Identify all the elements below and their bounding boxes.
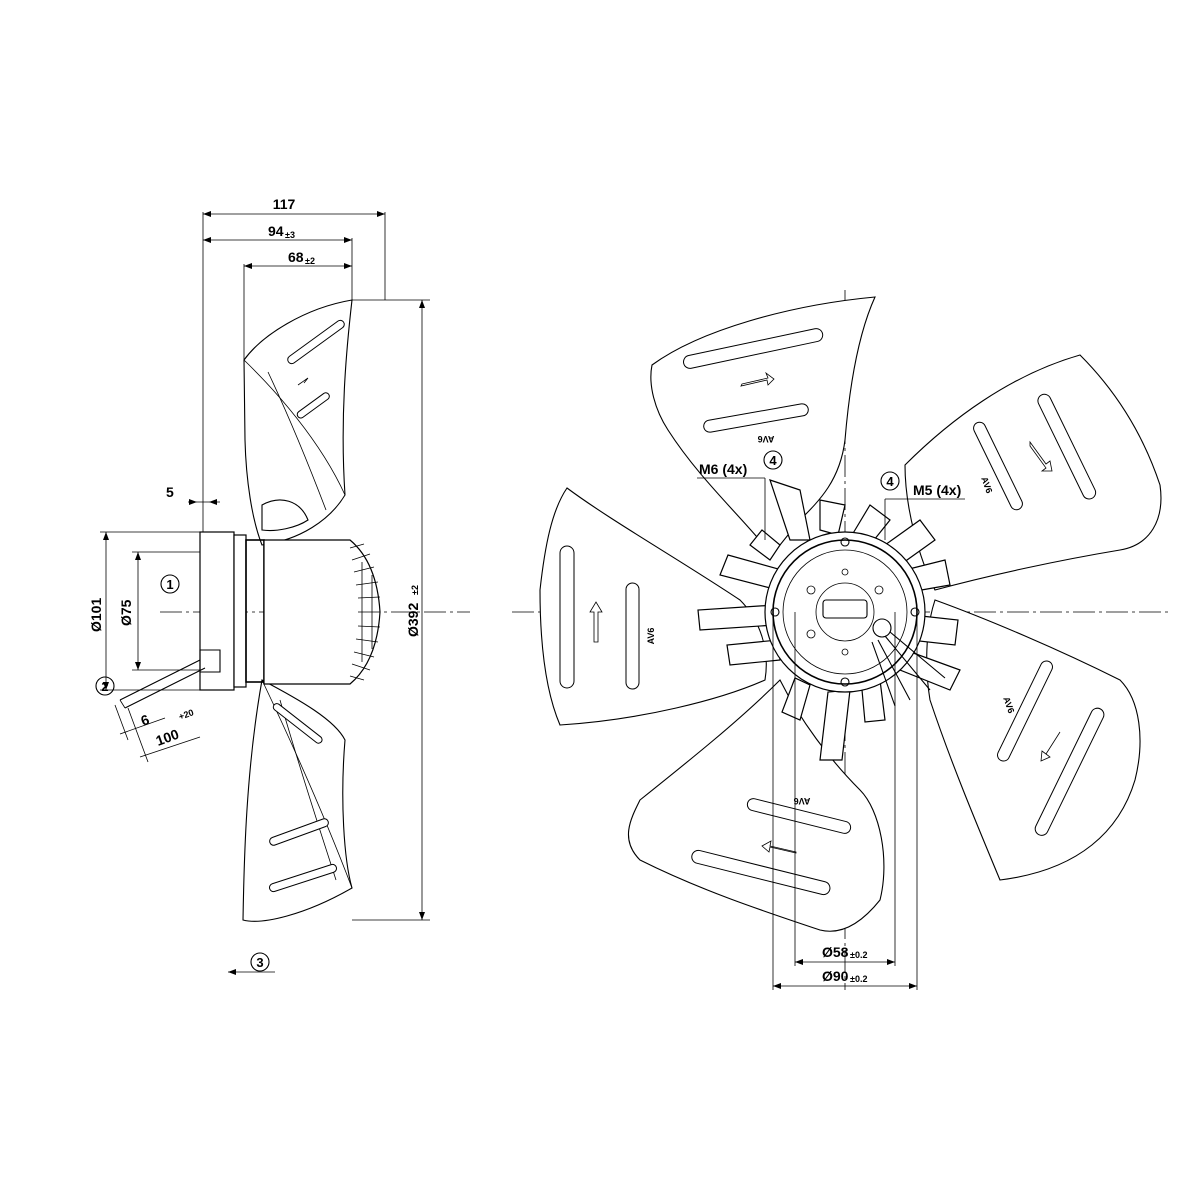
dim-depth-68: 68 [288, 249, 304, 265]
dim-dia-58: Ø58 [822, 944, 849, 960]
callout-2-label: 2 [101, 679, 108, 694]
side-view [95, 211, 470, 975]
callout-3-label: 3 [256, 955, 263, 970]
blade-mark-left: AV6 [646, 628, 656, 645]
dim-cable-100-tol: +20 [177, 707, 195, 722]
callout-1-label: 1 [166, 577, 173, 592]
dim-dia-392: Ø392 [405, 603, 421, 637]
callout-4-right-label: 4 [886, 474, 894, 489]
blade-mark-bottom: AV6 [794, 796, 811, 806]
dim-cable-6: 6 [139, 711, 152, 729]
front-blade-left [539, 487, 767, 726]
front-hub-outer [764, 531, 926, 693]
dim-depth-68-tol: ±2 [305, 256, 315, 266]
callout-4-right [880, 471, 900, 491]
label-m5: M5 (4x) [913, 482, 961, 498]
dim-cable-100: 100 [154, 726, 182, 749]
dim-depth-94: 94 [268, 223, 284, 239]
dim-dia-90: Ø90 [822, 968, 849, 984]
callout-4-left-label: 4 [769, 453, 777, 468]
dim-dia-101: Ø101 [88, 598, 104, 632]
dim-flange-5: 5 [166, 484, 174, 500]
callout-3 [250, 952, 270, 972]
dim-overall-depth: 117 [273, 196, 296, 212]
blade-mark-top: AV6 [758, 434, 775, 444]
dim-dia-75: Ø75 [118, 599, 134, 626]
dim-dia-392-tol: ±2 [410, 585, 420, 595]
front-view: AV6 AV6 AV6 AV6 AV6 [512, 290, 1170, 990]
motor-flange [199, 531, 235, 691]
rotor-fins [697, 479, 961, 761]
side-blade-upper [243, 299, 353, 546]
front-blade-upper-right [904, 354, 1162, 591]
callout-1 [160, 574, 180, 594]
callout-4-left [763, 450, 783, 470]
dim-depth-94-tol: ±3 [285, 230, 295, 240]
front-blade-lower-right [926, 599, 1141, 881]
dim-dia-90-tol: ±0.2 [850, 974, 867, 984]
label-m6: M6 (4x) [699, 461, 747, 477]
dim-dia-58-tol: ±0.2 [850, 950, 867, 960]
side-blade-lower [242, 679, 353, 922]
callout-2 [95, 676, 115, 696]
